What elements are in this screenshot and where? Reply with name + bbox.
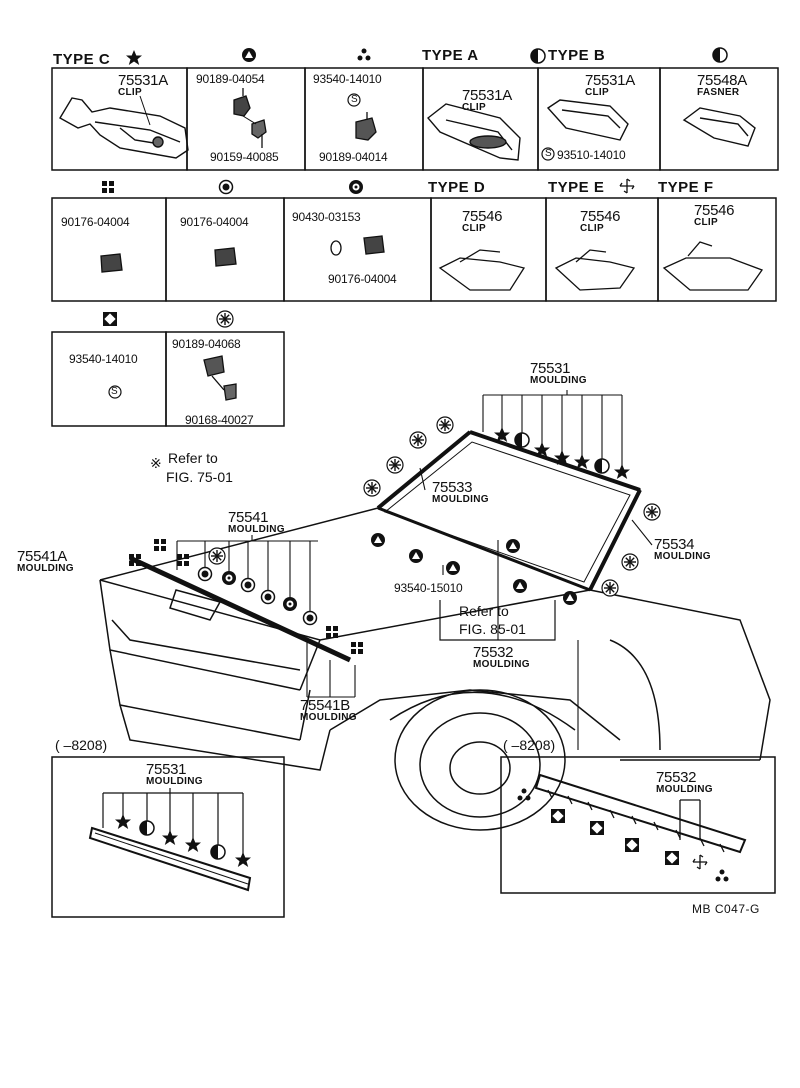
s-symbol: S <box>545 148 552 159</box>
part-75546-e: 75546 <box>580 208 621 225</box>
type-a-header: TYPE A <box>422 47 479 64</box>
part-75533: 75533 <box>432 479 473 496</box>
part-75531: 75531 <box>530 360 571 377</box>
moulding-label-75541: MOULDING <box>228 524 285 535</box>
part-90189-04054: 90189-04054 <box>196 72 265 86</box>
moulding-label-75532: MOULDING <box>473 659 530 670</box>
clip-label-f: CLIP <box>694 217 718 228</box>
type-c-header: TYPE C <box>53 51 111 68</box>
part-75546-d: 75546 <box>462 208 503 225</box>
refer-label: Refer to <box>168 450 218 466</box>
moulding-label-75533: MOULDING <box>432 494 489 505</box>
part-75532: 75532 <box>473 644 514 661</box>
clip-label-a: CLIP <box>462 102 486 113</box>
inset-right-label: MOULDING <box>656 784 713 795</box>
part-75548a: 75548A <box>697 72 747 89</box>
clip-label-d: CLIP <box>462 223 486 234</box>
asterisk-ref-icon: ※ <box>150 455 162 471</box>
part-90176-04004-a: 90176-04004 <box>61 215 130 229</box>
part-90189-04068: 90189-04068 <box>172 337 241 351</box>
s-symbol: S <box>351 94 358 105</box>
part-75541: 75541 <box>228 509 269 526</box>
part-75531a-c: 75531A <box>118 72 168 89</box>
part-75541b: 75541B <box>300 697 350 714</box>
part-90176-04004-c: 90176-04004 <box>328 272 397 286</box>
inset-left-range: ( –8208) <box>55 737 108 753</box>
type-d-header: TYPE D <box>428 179 486 196</box>
part-90189-04014: 90189-04014 <box>319 150 388 164</box>
part-90430-03153: 90430-03153 <box>292 210 361 224</box>
part-93510-14010: 93510-14010 <box>557 148 626 162</box>
type-e-header: TYPE E <box>548 179 605 196</box>
part-75531a-b: 75531A <box>585 72 635 89</box>
diagram-code: MB C047-G <box>692 902 760 916</box>
part-90176-04004-b: 90176-04004 <box>180 215 249 229</box>
s-symbol: S <box>111 386 118 397</box>
fasner-label: FASNER <box>697 87 740 98</box>
part-75534: 75534 <box>654 536 695 553</box>
refer-fig-75-01: FIG. 75-01 <box>166 469 233 485</box>
moulding-label-75541a: MOULDING <box>17 563 74 574</box>
moulding-label-75531: MOULDING <box>530 375 587 386</box>
part-93540-14010-b: 93540-14010 <box>69 352 138 366</box>
inset-right-part: 75532 <box>656 769 697 786</box>
clip-label-c: CLIP <box>118 87 142 98</box>
part-75531a-a: 75531A <box>462 87 512 104</box>
part-75541a: 75541A <box>17 548 67 565</box>
part-93540-15010: 93540-15010 <box>394 581 463 595</box>
inset-left-label: MOULDING <box>146 776 203 787</box>
refer-label-85: Refer to <box>459 603 509 619</box>
moulding-label-75534: MOULDING <box>654 551 711 562</box>
part-93540-14010: 93540-14010 <box>313 72 382 86</box>
inset-left-part: 75531 <box>146 761 187 778</box>
type-b-header: TYPE B <box>548 47 606 64</box>
clip-label-b: CLIP <box>585 87 609 98</box>
moulding-label-75541b: MOULDING <box>300 712 357 723</box>
part-90168-40027: 90168-40027 <box>185 413 254 427</box>
part-75546-f: 75546 <box>694 202 735 219</box>
inset-right-range: ( –8208) <box>503 737 556 753</box>
clip-label-e: CLIP <box>580 223 604 234</box>
refer-fig-85-01: FIG. 85-01 <box>459 621 526 637</box>
type-f-header: TYPE F <box>658 179 714 196</box>
part-90159-40085: 90159-40085 <box>210 150 279 164</box>
